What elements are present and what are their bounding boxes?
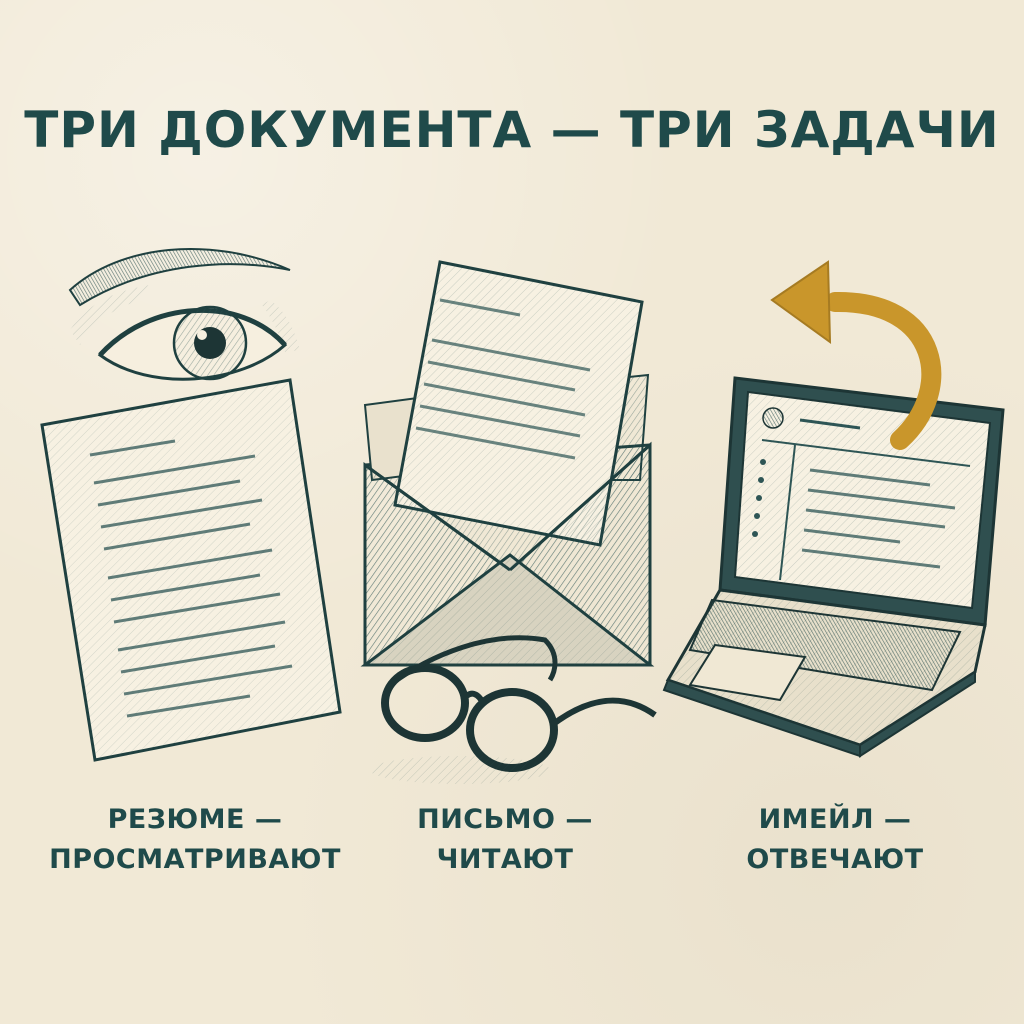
reply-arrow-icon xyxy=(770,260,942,450)
glasses-icon xyxy=(370,635,657,784)
eye-icon xyxy=(68,248,300,381)
caption-resume: РЕЗЮМЕ — ПРОСМАТРИВАЮТ xyxy=(35,800,355,880)
envelope-letter-icon xyxy=(360,260,655,667)
caption-letter-line1: ПИСЬМО — xyxy=(417,804,593,835)
poster-title: ТРИ ДОКУМЕНТА — ТРИ ЗАДАЧИ xyxy=(24,101,1000,159)
caption-resume-line1: РЕЗЮМЕ — xyxy=(107,804,283,835)
resume-document-icon xyxy=(40,378,342,762)
caption-email: ИМЕЙЛ — ОТВЕЧАЮТ xyxy=(675,800,995,880)
caption-email-line1: ИМЕЙЛ — xyxy=(758,804,912,835)
caption-resume-line2: ПРОСМАТРИВАЮТ xyxy=(49,844,341,875)
caption-letter: ПИСЬМО — ЧИТАЮТ xyxy=(345,800,665,880)
caption-email-line2: ОТВЕЧАЮТ xyxy=(746,844,924,875)
laptop-icon xyxy=(662,376,1005,758)
caption-letter-line2: ЧИТАЮТ xyxy=(436,844,574,875)
